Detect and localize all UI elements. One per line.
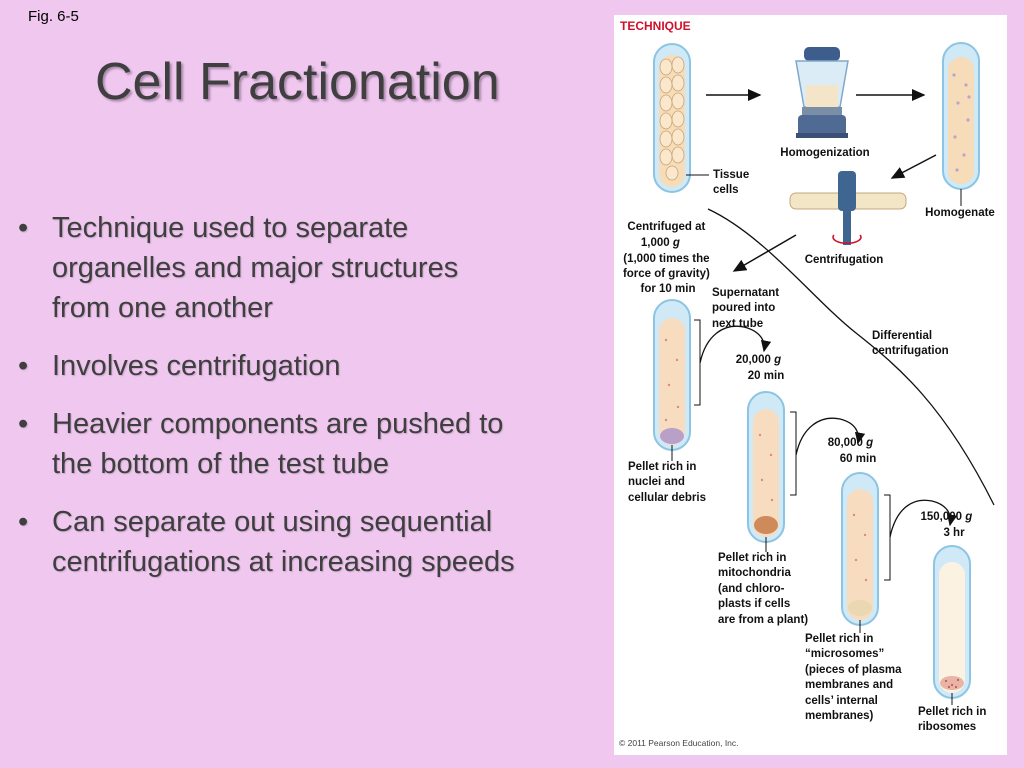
bullet-item: • Can separate out using sequential cent… bbox=[12, 502, 602, 582]
copyright-notice: © 2011 Pearson Education, Inc. bbox=[619, 738, 739, 748]
technique-figure: TECHNIQUE Tissue cells Homogenization bbox=[614, 15, 1007, 755]
arrow-icon bbox=[889, 499, 958, 538]
centrifugation-label: Centrifugation bbox=[805, 254, 884, 266]
bullet-item: • Involves centrifugation bbox=[12, 346, 602, 386]
supernatant-label: Supernatant poured into next tube bbox=[712, 287, 782, 330]
bullet-dot: • bbox=[18, 350, 29, 382]
centrifugation-diagram: TECHNIQUE Tissue cells Homogenization bbox=[619, 19, 995, 748]
centrifuged-label: Centrifuged at 1,000 g (1,000 times the … bbox=[623, 221, 713, 295]
pellet4-label: Pellet rich in ribosomes bbox=[918, 706, 990, 733]
centrifuge-icon bbox=[789, 171, 907, 245]
arrow-icon bbox=[890, 154, 937, 179]
pellet1-label: Pellet rich in nuclei and cellular debri… bbox=[628, 461, 706, 504]
bullet-text: Involves centrifugation bbox=[52, 350, 341, 382]
figure-number: Fig. 6-5 bbox=[28, 8, 79, 25]
tube-150000g bbox=[933, 545, 971, 699]
blender-icon bbox=[795, 47, 849, 138]
bullet-dot: • bbox=[18, 212, 29, 244]
tube-20000g bbox=[747, 391, 785, 543]
bullet-text: Technique used to separate organelles an… bbox=[52, 212, 459, 324]
step2-label: 20,000 g 20 min bbox=[736, 354, 785, 382]
bullet-dot: • bbox=[18, 506, 29, 538]
pellet3-label: Pellet rich in “microsomes” (pieces of p… bbox=[805, 633, 905, 722]
pellet2-label: Pellet rich in mitochondria (and chloro-… bbox=[718, 552, 808, 626]
bullet-item: • Heavier components are pushed to the b… bbox=[12, 404, 602, 484]
bullet-text: Heavier components are pushed to the bot… bbox=[52, 408, 504, 480]
bullet-text: Can separate out using sequential centri… bbox=[52, 506, 515, 578]
tissue-cells-label: Tissue cells bbox=[713, 169, 752, 196]
tube-80000g bbox=[841, 472, 879, 626]
differential-label: Differential centrifugation bbox=[872, 330, 949, 357]
homogenate-tube bbox=[942, 42, 980, 190]
homogenate-label: Homogenate bbox=[925, 207, 995, 219]
homogenization-label: Homogenization bbox=[780, 147, 869, 159]
step3-label: 80,000 g 60 min bbox=[828, 437, 877, 465]
arrow-icon bbox=[795, 417, 866, 456]
arrow-icon bbox=[732, 234, 797, 272]
bullet-item: • Technique used to separate organelles … bbox=[12, 208, 602, 328]
tube-1000g bbox=[653, 299, 691, 451]
tissue-tube bbox=[653, 43, 691, 193]
differential-curve bbox=[707, 208, 995, 506]
bullet-dot: • bbox=[18, 408, 29, 440]
bullet-list: • Technique used to separate organelles … bbox=[12, 208, 602, 600]
technique-header: TECHNIQUE bbox=[620, 19, 691, 33]
step4-label: 150,000 g 3 hr bbox=[921, 511, 976, 539]
arrow-icon bbox=[699, 325, 772, 364]
slide-title: Cell Fractionation bbox=[95, 53, 500, 111]
